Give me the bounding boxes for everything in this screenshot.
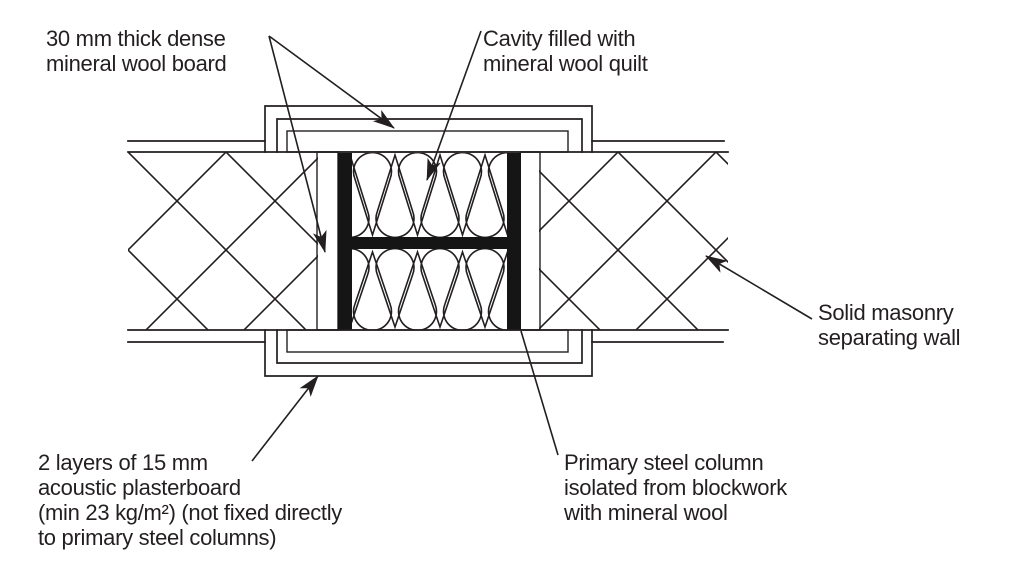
leader-steel-column <box>520 330 559 456</box>
steel-column <box>338 153 521 330</box>
label-plasterboard: 2 layers of 15 mm acoustic plasterboard … <box>38 450 342 550</box>
masonry-hatch-left <box>128 152 318 330</box>
wall-plaster-lines <box>127 140 725 343</box>
leader-solid-masonry <box>705 255 813 320</box>
masonry-hatch-right <box>539 152 728 330</box>
plasterboard-top <box>264 105 593 153</box>
leader-cavity-quilt <box>426 30 482 181</box>
mineral-wool-board-strip-bottom <box>286 329 569 353</box>
leader-board-to-top-strip <box>268 35 395 129</box>
label-cavity-quilt: Cavity filled with mineral wool quilt <box>483 26 648 76</box>
label-mineral-wool-board: 30 mm thick dense mineral wool board <box>46 26 227 76</box>
leader-lines <box>251 30 813 462</box>
mineral-wool-board-strip-top <box>286 130 569 153</box>
plasterboard-bottom <box>264 329 593 377</box>
mineral-wool-board-vertical-left <box>316 151 339 331</box>
label-solid-masonry: Solid masonry separating wall <box>818 300 961 350</box>
label-steel-column: Primary steel column isolated from block… <box>564 450 787 525</box>
leader-plasterboard <box>251 375 319 462</box>
mineral-wool-board-vertical-right <box>519 151 541 331</box>
leader-board-to-vertical-strip <box>268 35 327 253</box>
masonry-wall <box>127 140 729 343</box>
